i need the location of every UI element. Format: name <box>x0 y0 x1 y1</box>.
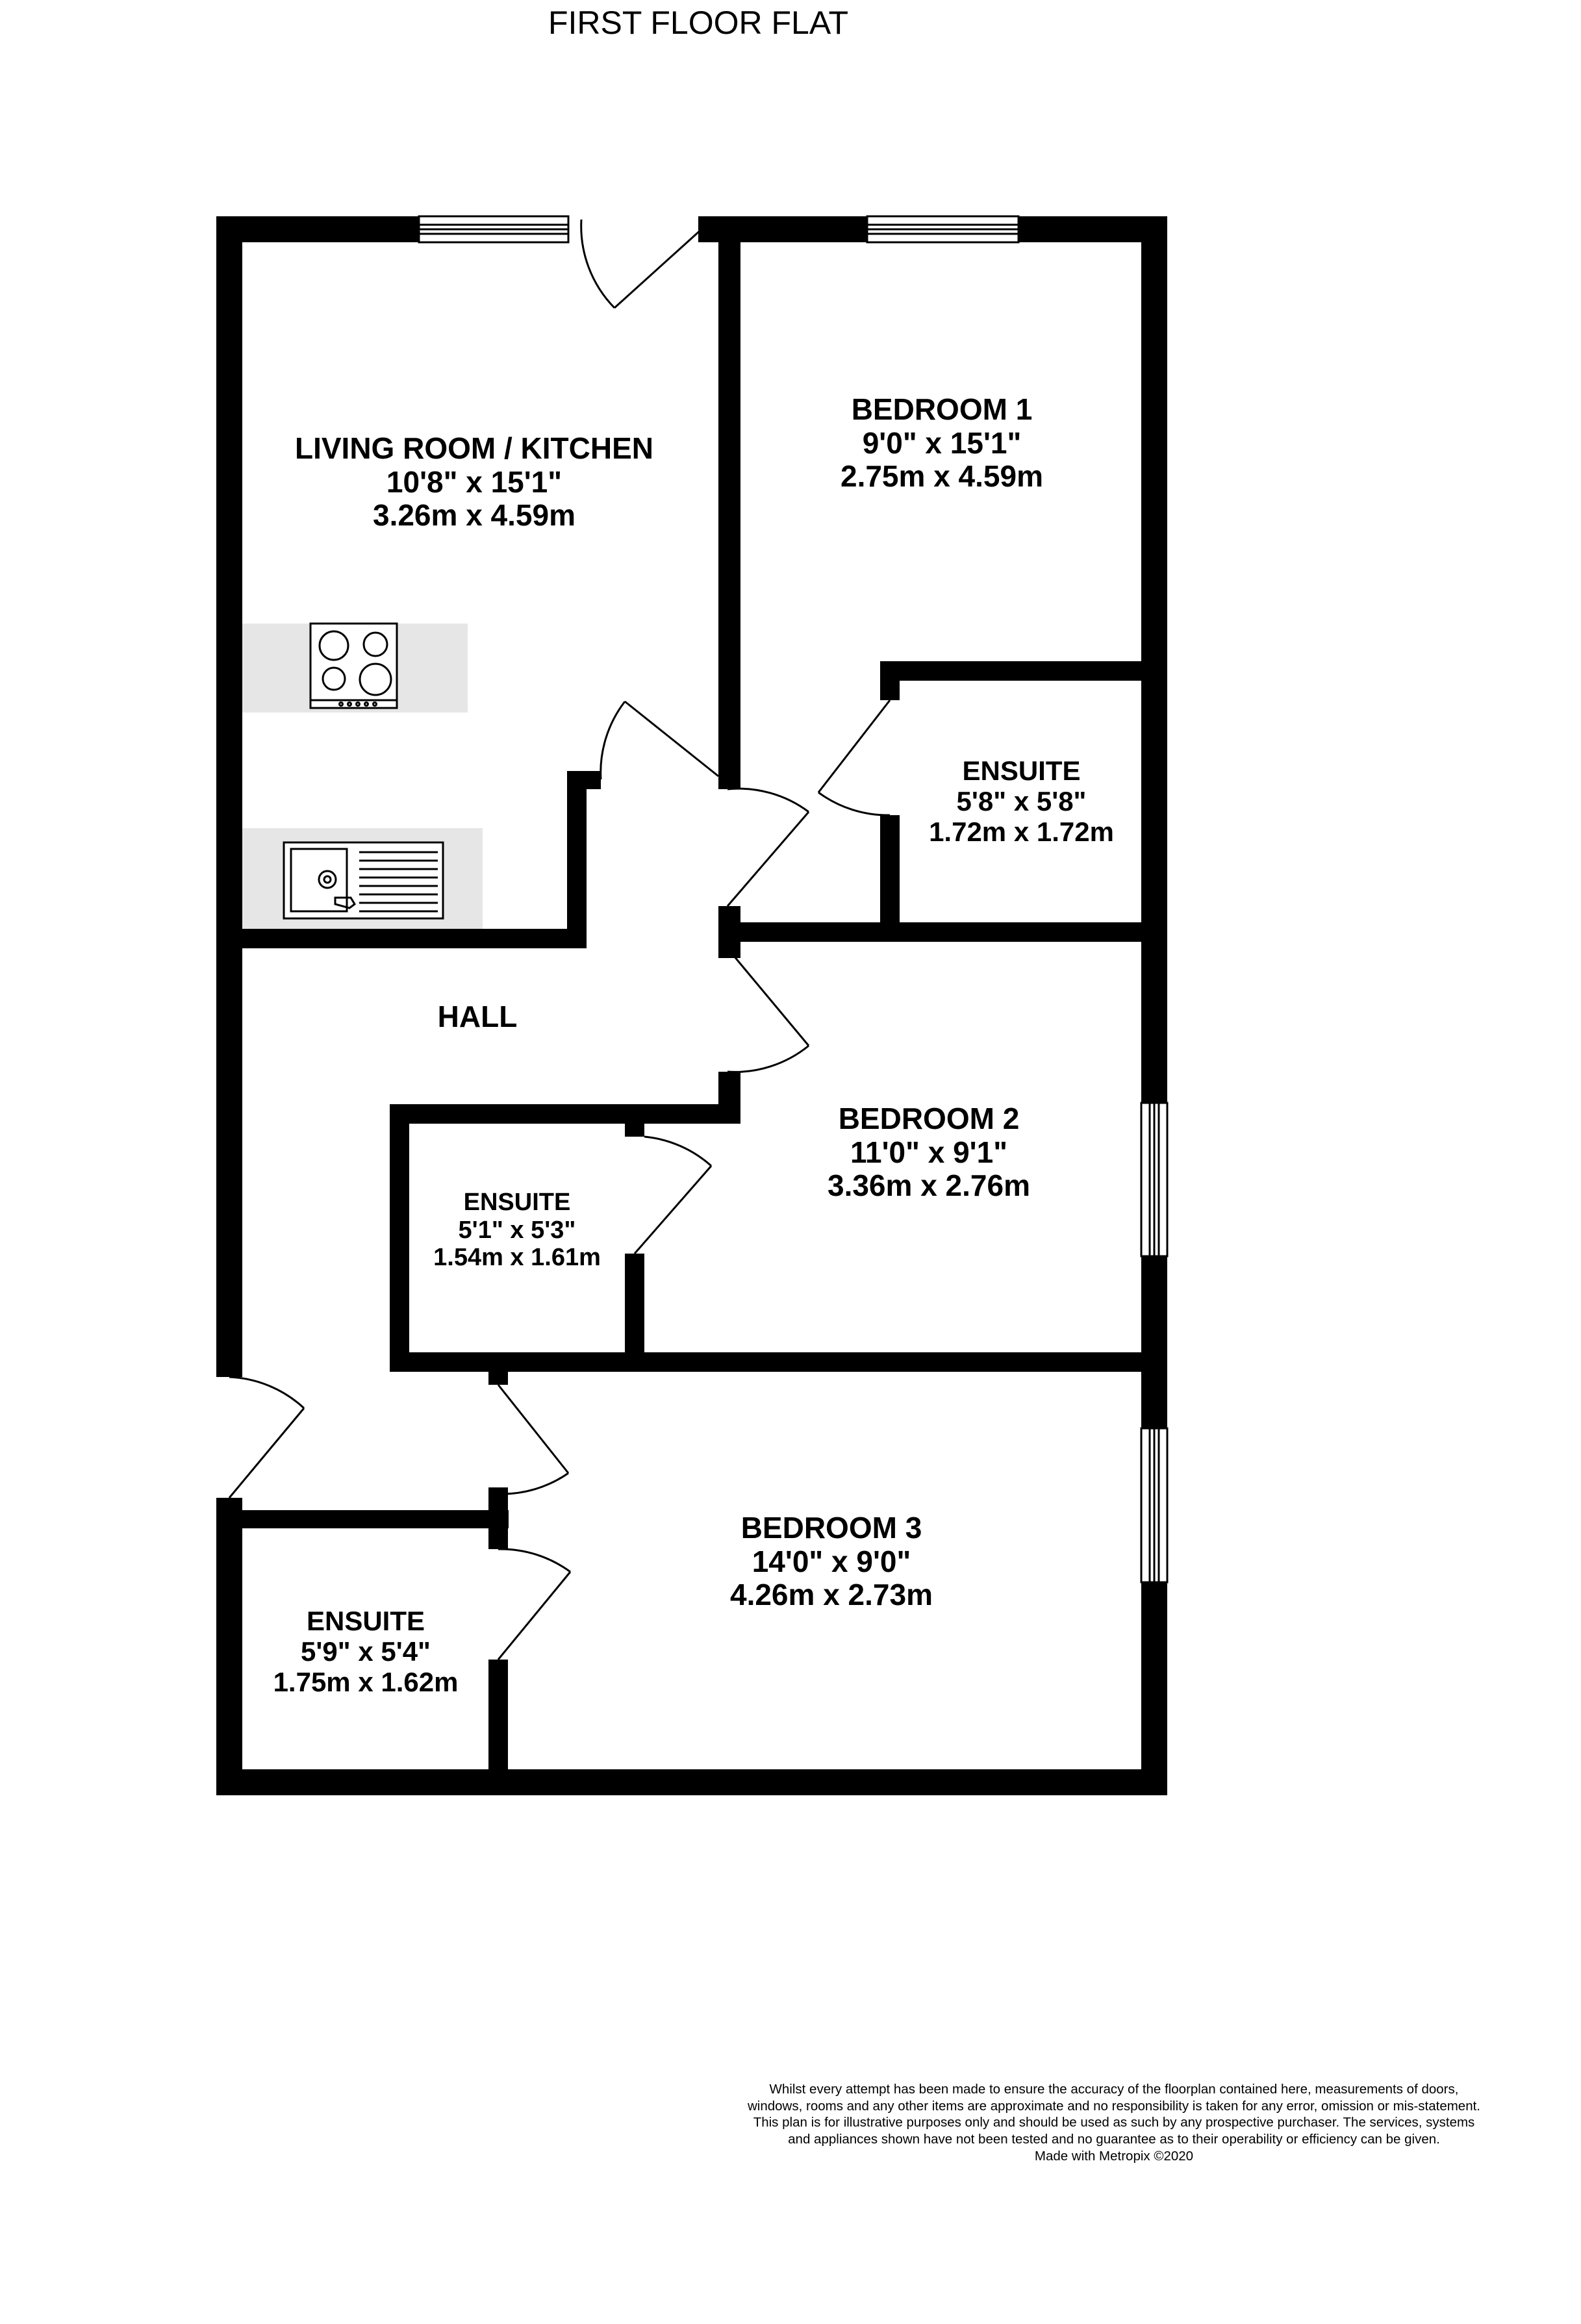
room-imperial: 11'0" x 9'1" <box>850 1135 1008 1169</box>
wall-left-lower <box>216 1498 242 1790</box>
wall-hall-bed2 <box>718 922 1141 942</box>
room-name: ENSUITE <box>306 1606 425 1636</box>
hob-icon <box>309 622 398 709</box>
kitchen-fittings <box>242 622 483 929</box>
wall-bed2-bed3 <box>390 1352 1141 1372</box>
sink-icon <box>283 841 444 920</box>
wall-ensuite2-top <box>390 1104 740 1124</box>
wall-top-left <box>216 216 419 242</box>
door-ensuite3 <box>497 1548 572 1660</box>
wall-right-1 <box>1141 216 1167 1103</box>
room-name: HALL <box>437 1000 518 1033</box>
wall-bottom <box>216 1769 1167 1795</box>
door-hall-bedroom3 <box>497 1384 570 1495</box>
room-living-kitchen: LIVING ROOM / KITCHEN 10'8" x 15'1" 3.26… <box>260 431 689 533</box>
wall-ensuite2-left <box>390 1104 409 1372</box>
wall-bed3-nib <box>488 1352 508 1385</box>
room-name: BEDROOM 3 <box>740 1511 922 1545</box>
room-imperial: 9'0" x 15'1" <box>862 425 1022 460</box>
room-name: BEDROOM 1 <box>851 392 1033 426</box>
wall-right-3 <box>1141 1582 1167 1790</box>
wall-ensuite1-left <box>880 815 900 942</box>
window-living <box>418 215 570 244</box>
room-metric: 1.54m x 1.61m <box>433 1244 601 1272</box>
wall-top-mid <box>698 216 867 242</box>
room-metric: 1.72m x 1.72m <box>929 816 1114 848</box>
door-hall-living <box>600 700 719 780</box>
window-bedroom2 <box>1140 1102 1169 1257</box>
door-front-entrance <box>228 1376 305 1498</box>
door-living-balcony <box>580 219 703 309</box>
wall-ensuite2-right <box>625 1254 644 1372</box>
room-name: ENSUITE <box>463 1189 571 1216</box>
room-imperial: 5'9" x 5'4" <box>301 1636 431 1667</box>
disclaimer: Whilst every attempt has been made to en… <box>747 2081 1481 2164</box>
wall-left-upper <box>216 216 242 1377</box>
room-imperial: 5'8" x 5'8" <box>956 786 1087 817</box>
wall-ensuite1-nib <box>880 661 900 700</box>
room-name: ENSUITE <box>962 755 1081 786</box>
room-ensuite-1: ENSUITE 5'8" x 5'8" 1.72m x 1.72m <box>906 755 1137 847</box>
room-metric: 3.36m x 2.76m <box>827 1168 1030 1203</box>
wall-living-bed1 <box>718 242 740 789</box>
door-ensuite2 <box>633 1135 713 1254</box>
room-metric: 1.75m x 1.62m <box>273 1667 459 1698</box>
plan-title: FIRST FLOOR FLAT <box>548 5 849 41</box>
door-ensuite1 <box>817 700 891 816</box>
room-name: BEDROOM 2 <box>838 1102 1020 1135</box>
door-hall-bedroom1 <box>726 787 810 907</box>
room-metric: 3.26m x 4.59m <box>372 498 575 533</box>
windows <box>418 215 1169 1584</box>
wall-living-hall <box>242 929 587 948</box>
room-imperial: 5'1" x 5'3" <box>458 1216 576 1244</box>
window-bedroom1 <box>866 215 1020 244</box>
wall-right-2 <box>1141 1256 1167 1428</box>
room-name: LIVING ROOM / KITCHEN <box>295 431 653 465</box>
room-imperial: 14'0" x 9'0" <box>752 1544 911 1578</box>
wall-kitchen-nib-cap <box>567 771 601 789</box>
room-bedroom-1: BEDROOM 1 9'0" x 15'1" 2.75m x 4.59m <box>766 392 1117 494</box>
room-ensuite-3: ENSUITE 5'9" x 5'4" 1.75m x 1.62m <box>246 1606 486 1697</box>
room-hall: HALL <box>390 1000 565 1034</box>
door-hall-bedroom2 <box>726 948 810 1073</box>
credit-text: Made with Metropix ©2020 <box>1034 2148 1194 2164</box>
wall-ensuite2-right-nib <box>625 1104 644 1137</box>
room-ensuite-2: ENSUITE 5'1" x 5'3" 1.54m x 1.61m <box>411 1189 624 1272</box>
wall-ensuite1-top <box>880 661 1141 681</box>
walls <box>216 216 1167 1795</box>
room-bedroom-2: BEDROOM 2 11'0" x 9'1" 3.36m x 2.76m <box>747 1102 1111 1203</box>
disclaimer-text: Whilst every attempt has been made to en… <box>747 2082 1480 2147</box>
doors <box>228 219 891 1660</box>
wall-ensuite3-right <box>488 1660 508 1783</box>
room-metric: 4.26m x 2.73m <box>729 1578 933 1612</box>
room-imperial: 10'8" x 15'1" <box>386 464 563 499</box>
room-metric: 2.75m x 4.59m <box>840 459 1043 494</box>
window-bedroom3 <box>1140 1427 1169 1584</box>
room-bedroom-3: BEDROOM 3 14'0" x 9'0" 4.26m x 2.73m <box>650 1511 1013 1612</box>
wall-ensuite3-top <box>242 1510 509 1528</box>
wall-top-right <box>1018 216 1165 242</box>
wall-kitchen-nib <box>567 771 587 948</box>
